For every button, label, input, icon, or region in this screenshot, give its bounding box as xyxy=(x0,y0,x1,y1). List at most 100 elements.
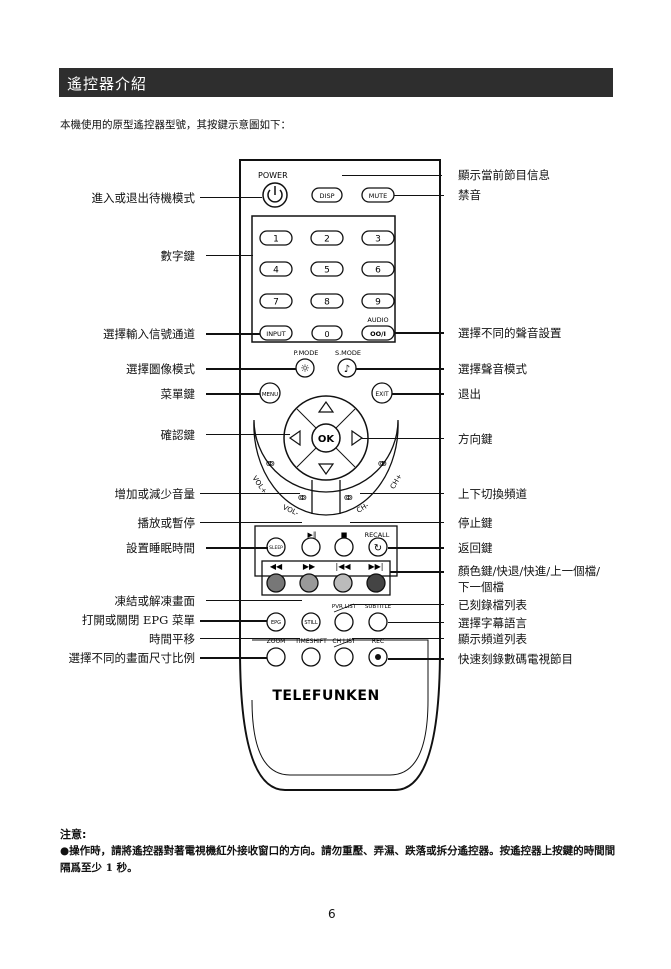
label-menu: 菜單鍵 xyxy=(160,387,196,401)
digit-button xyxy=(310,293,344,309)
leader-channel xyxy=(360,493,444,494)
ch-down-icon: ↂ xyxy=(344,494,353,502)
exit-label: EXIT xyxy=(375,391,389,398)
leader-digits xyxy=(206,255,253,256)
section-header-bar: 遙控器介紹 xyxy=(59,68,613,97)
label-timeshift: 時間平移 xyxy=(149,632,195,646)
mute-label: MUTE xyxy=(369,192,387,200)
digit-label: 2 xyxy=(324,235,330,245)
label-ok: 確認鍵 xyxy=(160,428,196,442)
leader-smode xyxy=(356,368,444,370)
digit-button xyxy=(259,293,293,309)
leader-rec xyxy=(388,658,444,660)
note-heading: 注意: xyxy=(60,828,87,841)
smode-label: S.MODE xyxy=(335,349,361,357)
label-audio: 選擇不同的聲音設置 xyxy=(458,326,562,340)
rewind-icon: ◀◀ xyxy=(270,562,283,571)
digit-button xyxy=(259,230,293,246)
label-digits: 數字鍵 xyxy=(160,249,196,263)
lower-buttons-frame xyxy=(254,525,398,577)
leader-disp xyxy=(342,175,442,176)
subtitle-label: SUBTITLE xyxy=(365,604,392,610)
intro-text: 本機使用的原型遙控器型號，其按鍵示意圖如下： xyxy=(60,119,291,131)
play-pause-button xyxy=(301,537,321,557)
leader-play xyxy=(200,522,302,523)
ch-list-button xyxy=(334,647,354,667)
right-arrow-icon xyxy=(351,429,364,447)
music-note-icon: ♪ xyxy=(344,364,350,375)
leader-mute xyxy=(394,195,444,196)
next-icon: ▶▶| xyxy=(369,562,384,571)
label-ch-list: 顯示頻道列表 xyxy=(458,632,527,646)
digit-label: 3 xyxy=(375,235,381,245)
stop-button xyxy=(334,537,354,557)
digit-button xyxy=(361,261,395,277)
ok-label: OK xyxy=(318,434,336,445)
epg-button xyxy=(266,612,286,632)
menu-label: MENU xyxy=(262,392,278,398)
digit-label: 4 xyxy=(273,266,279,276)
pvr-list-button xyxy=(334,612,354,632)
leader-color xyxy=(390,571,444,573)
recall-button xyxy=(368,537,388,557)
play-pause-icon: ▶‖ xyxy=(308,531,317,539)
label-color-keys: 顏色鍵/快退/快進/上一個檔/ xyxy=(458,564,600,578)
stop-icon: ■ xyxy=(341,531,348,539)
digit-button xyxy=(361,293,395,309)
audio-button-label: OO/I xyxy=(370,330,386,338)
pvr-list-label: PVR LIST xyxy=(332,604,357,610)
record-dot-icon xyxy=(375,654,381,660)
digit-label: 7 xyxy=(273,298,279,308)
digit-label: 1 xyxy=(273,235,279,245)
return-icon: ↻ xyxy=(374,543,382,554)
label-aspect: 選擇不同的畫面尺寸比例 xyxy=(68,651,196,665)
input-button xyxy=(259,325,293,341)
label-info: 顯示當前節目信息 xyxy=(458,168,550,182)
label-subtitle: 選擇字幕語言 xyxy=(458,616,527,630)
color-keys xyxy=(266,573,386,593)
digit-label: 5 xyxy=(324,266,330,276)
ok-button xyxy=(311,423,341,453)
vol-down-icon: ↂ xyxy=(298,494,307,502)
leader-volume xyxy=(200,493,300,494)
leader-direction xyxy=(362,438,444,439)
digit-label: 6 xyxy=(375,266,381,276)
zoom-button xyxy=(266,647,286,667)
label-epg: 打開或關閉 EPG 菜單 xyxy=(81,613,195,627)
label-mute: 禁音 xyxy=(458,188,481,202)
leader-still xyxy=(206,600,302,601)
input-label: INPUT xyxy=(266,330,285,338)
audio-label: AUDIO xyxy=(367,316,388,324)
still-label: STILL xyxy=(304,620,317,626)
label-color-keys-2: 下一個檔 xyxy=(458,580,504,594)
digit-button xyxy=(361,230,395,246)
label-volume: 增加或減少音量 xyxy=(114,487,196,501)
digit-button xyxy=(259,261,293,277)
disp-label: DISP xyxy=(320,192,335,200)
fast-forward-icon: ▶▶ xyxy=(303,562,316,571)
pmode-label: P.MODE xyxy=(294,349,319,357)
color-key-button xyxy=(266,573,286,593)
epg-label: EPG xyxy=(271,620,281,626)
rec-label: REC xyxy=(372,638,384,645)
label-input-source: 選擇輸入信號通道 xyxy=(103,327,195,341)
leader-input xyxy=(206,333,260,335)
previous-icon: |◀◀ xyxy=(336,562,352,571)
label-record: 快速刻錄數碼電視節目 xyxy=(458,652,573,666)
leader-sleep xyxy=(206,547,268,549)
up-arrow-icon xyxy=(317,400,335,413)
label-play-pause: 播放或暫停 xyxy=(137,516,196,530)
leader-ok xyxy=(206,434,290,435)
sleep-label: SLEEP xyxy=(269,545,283,551)
zero-label: 0 xyxy=(324,330,329,339)
leader-subtitle xyxy=(388,622,444,623)
label-pvr-list: 已刻錄檔列表 xyxy=(458,598,527,612)
power-label: POWER xyxy=(258,171,288,180)
still-button xyxy=(301,612,321,632)
color-key-button xyxy=(333,573,353,593)
leader-pmode xyxy=(206,368,296,370)
label-sleep: 設置睡眠時間 xyxy=(126,541,195,555)
leader-pvr xyxy=(352,604,444,605)
digit-button xyxy=(310,261,344,277)
